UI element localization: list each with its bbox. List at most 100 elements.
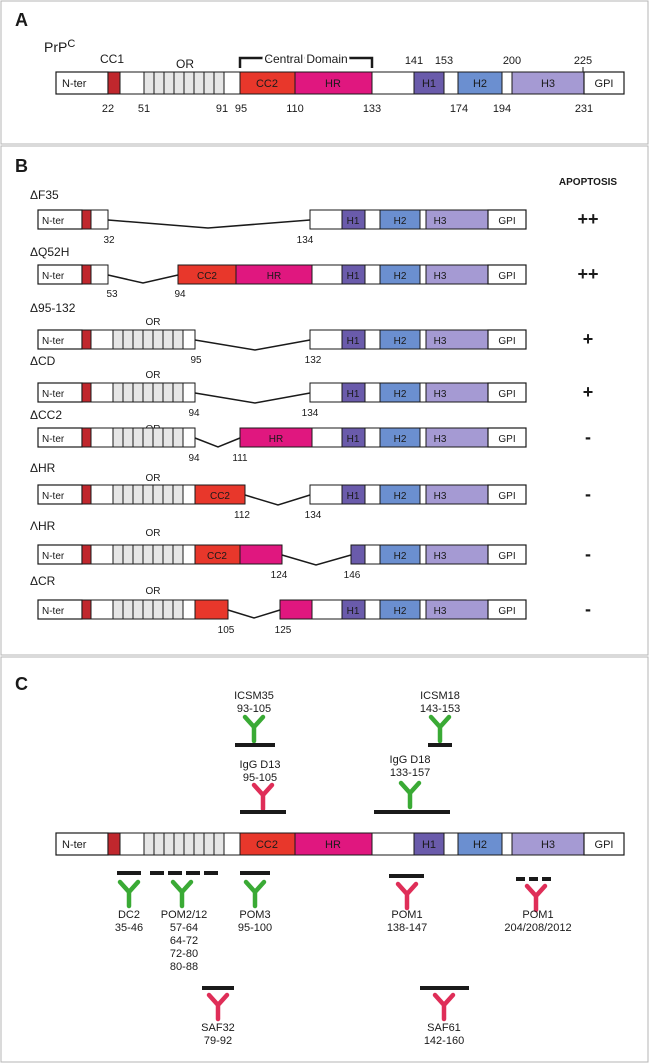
break-number: 94 [174,289,186,300]
segment-hr [239,544,283,565]
segment-h1-label: H1 [347,271,360,282]
segment-h1-label: H1 [347,491,360,502]
segment-h1 [350,544,366,565]
pos-174: 174 [450,103,468,115]
antibody-y-shape [170,879,194,909]
segment-hr-label: HR [267,271,281,282]
deletion-line [194,339,311,351]
segment-hr-label: HR [325,839,341,851]
antibody-range: 57-64 [170,922,198,934]
panel-a-frame [0,0,649,145]
construct-lHR: ΛHR OR N-ter CC2 H2 H3 GPI 124 146 - [30,519,591,581]
construct-dHR: ΔHR OR N-ter CC2 H1 H2 H3 GPI 112 134 - [30,461,591,521]
panel-c: C ICSM35 93-105 IgG D13 95-105 ICSM18 14… [0,656,649,1063]
or-label: OR [176,57,194,71]
antibody-range: 138-147 [387,922,427,934]
segment-h1-label: H1 [347,336,360,347]
segment-cc1 [107,71,121,95]
panel-a: A PrPC CC1 OR Central Domain N-ter CC2 H… [0,0,649,145]
break-number: 134 [302,408,319,419]
segment-h3-label: H3 [434,434,447,445]
segment-h2-label: H2 [473,839,487,851]
antibody-name: POM2/12 [161,909,207,921]
construct-name: ΔHR [30,461,56,475]
segment-gpi-label: GPI [595,78,614,90]
or-label: OR [146,473,161,484]
epitope-bar [240,871,270,875]
segment-cc1 [81,264,92,285]
antibody-name: IgG D13 [240,759,281,771]
segment-gpi-label: GPI [498,551,515,562]
apoptosis-score: + [583,382,594,402]
deletion-line [194,437,241,448]
antibody-pom1-b: POM1 204/208/2012 [504,877,572,934]
segment-gpi [487,599,527,620]
segment-cc2-label: CC2 [207,551,227,562]
epitope-bar [516,877,525,881]
segment-h1-label: H1 [347,606,360,617]
segment-spacer [419,427,427,448]
segment-h2-label: H2 [394,271,407,282]
segment-gpi-label: GPI [498,271,515,282]
antibody-y-shape [251,782,275,812]
construct-d95-132: Δ95-132 OR N-ter H1 H2 H3 GPI 95 132 + [30,301,593,366]
segment-spacer [443,832,459,856]
segment-h1-label: H1 [422,839,436,851]
segment-spacer [90,427,114,448]
antibody-y-shape [432,992,456,1022]
break-number: 124 [271,570,288,581]
segment-or [112,382,184,403]
segment-nter-label: N-ter [42,551,65,562]
antibody-range: 72-80 [170,948,198,960]
segment-cc1 [81,599,92,620]
antibody-y-icon [432,992,456,1022]
segment-gpi [487,427,527,448]
segment-spacer [309,209,343,230]
epitope-bar [150,871,164,875]
segment-spacer [182,382,196,403]
antibody-range: 204/208/2012 [504,922,571,934]
segment-spacer [119,832,145,856]
segment-spacer [90,484,114,505]
antibody-y-shape [117,879,141,909]
antibody-y-shape [206,992,230,1022]
segment-spacer [309,382,343,403]
pos-91: 91 [216,103,228,115]
pos-110: 110 [286,103,304,115]
antibody-pom3: POM3 95-100 [238,871,272,934]
antibody-y-icon [117,879,141,909]
segment-gpi-label: GPI [498,389,515,400]
deletion-line [244,494,311,506]
pos-153: 153 [435,55,453,67]
segment-gpi [487,382,527,403]
deletion-line [107,219,311,229]
break-number: 132 [305,355,322,366]
apoptosis-score: + [583,329,594,349]
panel-c-letter: C [15,674,28,694]
segment-gpi [583,832,625,856]
pos-51: 51 [138,103,150,115]
segment-h2-label: H2 [394,551,407,562]
segment-spacer [309,329,343,350]
apoptosis-score: - [585,599,591,619]
or-label: OR [146,370,161,381]
segment-spacer [419,544,427,565]
segment-h1-label: H1 [347,434,360,445]
segment-spacer [90,544,114,565]
construct-name: ΛHR [30,519,56,533]
antibody-name: DC2 [118,909,140,921]
panel-b: B APOPTOSIS ΔF35 N-ter H1 H2 H3 GPI 32 1… [0,145,649,656]
antibody-y-icon [242,714,266,744]
segment-spacer [371,832,415,856]
segment-cc1 [81,484,92,505]
segment-h1-label: H1 [347,389,360,400]
antibody-range: 95-105 [243,772,277,784]
segment-h3-label: H3 [434,216,447,227]
antibody-y-icon [206,992,230,1022]
segment-cc2-label: CC2 [197,271,217,282]
segment-gpi-label: GPI [595,839,614,851]
segment-or [112,484,184,505]
segment-spacer-2 [223,71,241,95]
pos-22: 22 [102,103,114,115]
antibody-range: 133-157 [390,767,430,779]
